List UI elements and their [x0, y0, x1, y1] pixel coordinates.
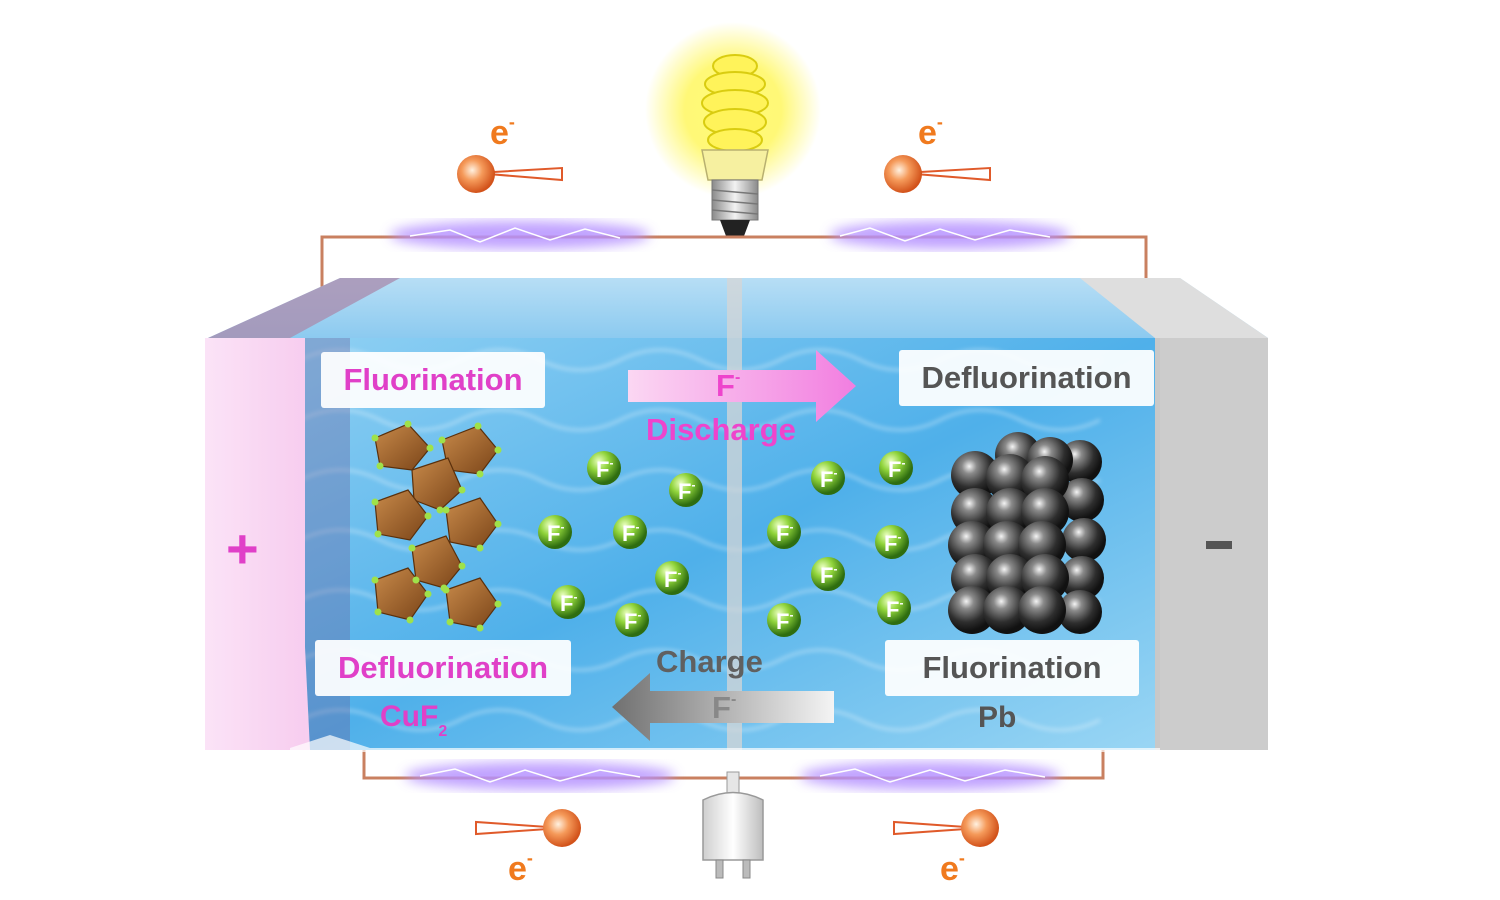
fluoride-ion-label: F- — [884, 530, 901, 556]
electron-icon-top-right — [884, 155, 991, 193]
electron-icon-bottom-left — [475, 809, 581, 847]
fluoride-ion-icon: F- — [613, 515, 647, 549]
fluoride-ion-label: F- — [886, 596, 903, 622]
electron-label-bottom-left: e- — [508, 848, 533, 888]
fluoride-ion-label: F- — [560, 590, 577, 616]
fluoride-ion-icon: F- — [669, 473, 703, 507]
discharge-arrow: F- Discharge — [628, 350, 856, 447]
fluoride-ion-icon: F- — [551, 585, 585, 619]
electron-icon-bottom-right — [893, 809, 999, 847]
fluoride-ion-icon: F- — [811, 557, 845, 591]
defluorination-right-label: Defluorination — [899, 350, 1154, 406]
fluorination-right-label: Fluorination — [885, 640, 1139, 696]
bottom-wire — [362, 745, 1105, 790]
anode-material-label: Pb — [978, 701, 1016, 734]
fluoride-ion-label: F- — [624, 608, 641, 634]
fluoride-ion-label: F- — [820, 562, 837, 588]
fluoride-ion-label: F- — [776, 608, 793, 634]
electron-label-top-left: e- — [490, 112, 515, 152]
fluoride-ion-icon: F- — [875, 525, 909, 559]
positive-terminal-sign: + — [226, 517, 259, 580]
fluoride-ion-icon: F- — [587, 451, 621, 485]
fluoride-ion-icon: F- — [811, 461, 845, 495]
fluoride-ion-label: F- — [678, 478, 695, 504]
fluoride-ion-icon: F- — [538, 515, 572, 549]
charge-label: Charge — [656, 644, 763, 679]
fluoride-ion-icon: F- — [767, 603, 801, 637]
fluoride-ion-label: F- — [547, 520, 564, 546]
fluoride-ion-icon: F- — [615, 603, 649, 637]
negative-terminal-sign — [1206, 541, 1232, 549]
fluorination-left-label: Fluorination — [321, 352, 545, 408]
fluoride-ion-label: F- — [664, 566, 681, 592]
power-plug-icon — [702, 771, 764, 879]
cuf2-crystal-structure — [371, 420, 502, 632]
fluoride-ions: F- F- F- F- F- F- F- F- F- F- F- F- F- F- — [538, 451, 913, 637]
pb-lead-cluster — [948, 432, 1106, 634]
fluoride-ion-label: F- — [596, 456, 613, 482]
fluoride-ion-label: F- — [622, 520, 639, 546]
fluoride-ion-label: F- — [888, 456, 905, 482]
fluoride-ion-icon: F- — [767, 515, 801, 549]
discharge-ion-label: F- — [716, 368, 740, 403]
defluorination-left-label: Defluorination — [315, 640, 571, 696]
fluoride-ion-icon: F- — [879, 451, 913, 485]
fluoride-ion-label: F- — [776, 520, 793, 546]
fluoride-ion-icon: F- — [877, 591, 911, 625]
electron-icon-top-left — [457, 155, 563, 193]
charge-arrow: Charge F- — [612, 644, 834, 741]
electron-label-bottom-right: e- — [940, 848, 965, 888]
discharge-label: Discharge — [646, 412, 796, 447]
electron-label-top-right: e- — [918, 112, 943, 152]
fluoride-ion-label: F- — [820, 466, 837, 492]
light-bulb-icon — [645, 22, 821, 236]
fluoride-ion-icon: F- — [655, 561, 689, 595]
charge-ion-label: F- — [712, 690, 736, 725]
cathode-material-label: CuF2 — [380, 700, 447, 740]
